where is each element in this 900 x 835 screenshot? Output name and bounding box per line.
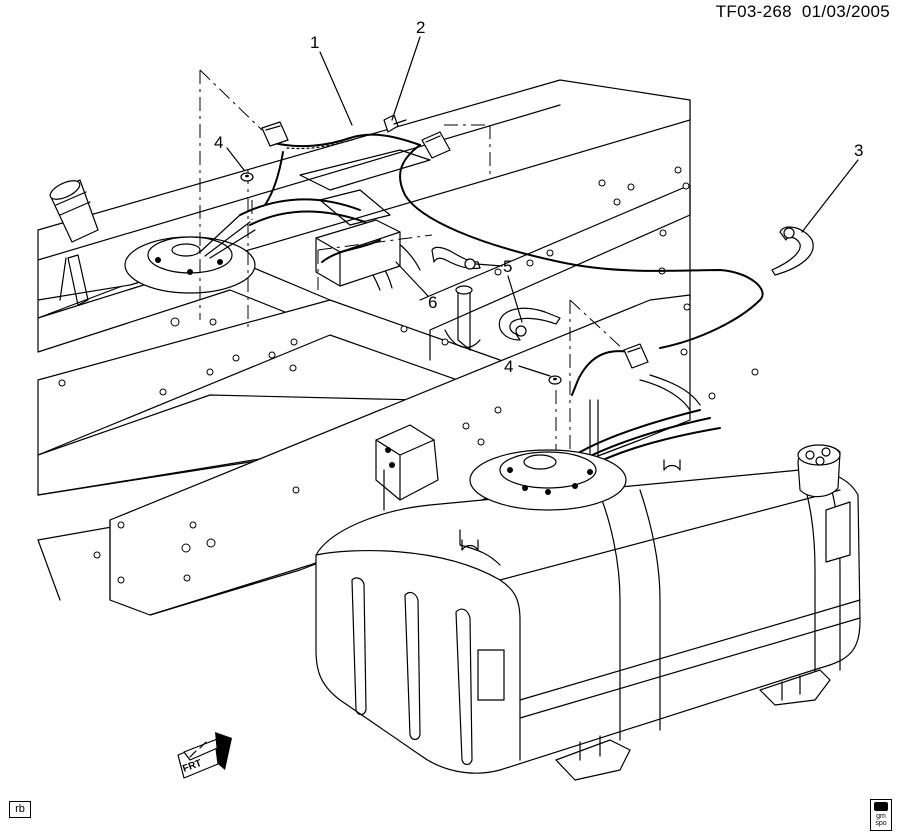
document-header: TF03-268 01/03/2005 [716, 2, 890, 22]
fuel-sender-right [469, 449, 627, 511]
wiring-harness [264, 133, 764, 396]
document-id: TF03-268 [715, 2, 792, 21]
harness-connector-upper-left [261, 121, 289, 147]
callout-number: 4 [504, 357, 513, 376]
logo-line-1: gm [876, 813, 886, 820]
callout-number: 1 [310, 33, 319, 52]
harness-connector-lower-right [623, 343, 649, 369]
fuel-sender-left [124, 214, 256, 294]
callout-4-upper: 4 [214, 133, 245, 171]
logo-line-2: spo [875, 820, 887, 827]
callout-1: 1 [310, 33, 353, 126]
callout-3: 3 [801, 141, 863, 233]
callout-6: 6 [395, 261, 437, 312]
document-date: 01/03/2005 [801, 2, 890, 21]
harness-clip-part-5-lower [498, 307, 561, 341]
fuel-pipe-vertical [444, 285, 481, 351]
callout-5: 5 [475, 257, 523, 323]
corner-tag: rb [9, 801, 31, 818]
harness-clip-part-2 [383, 114, 407, 133]
harness-clip-part-5-upper [431, 246, 481, 270]
leader-reference-lines [199, 69, 625, 470]
harness-clip-part-3 [771, 226, 814, 276]
callout-2: 2 [391, 18, 425, 121]
mounting-bracket-left [59, 254, 89, 306]
logo-mark [874, 802, 888, 811]
frame-holes [58, 166, 759, 584]
callout-number: 2 [416, 18, 425, 37]
callout-number: 3 [854, 141, 863, 160]
fuel-filler-neck-right [797, 444, 841, 498]
callout-number: 5 [503, 257, 512, 276]
nut-part-4-upper [240, 172, 254, 182]
nut-part-4-lower [548, 375, 562, 385]
gm-spo-logo: gm spo [870, 799, 892, 831]
tank-mounting-bracket [375, 424, 439, 511]
callout-number: 4 [214, 133, 223, 152]
callout-number: 6 [428, 293, 437, 312]
front-direction-marker: FRT [177, 732, 232, 779]
harness-connector-upper-right [421, 131, 451, 159]
callout-4-lower: 4 [504, 357, 551, 377]
tank-support-bracket [555, 669, 831, 781]
fuel-filler-neck-left [49, 179, 99, 243]
